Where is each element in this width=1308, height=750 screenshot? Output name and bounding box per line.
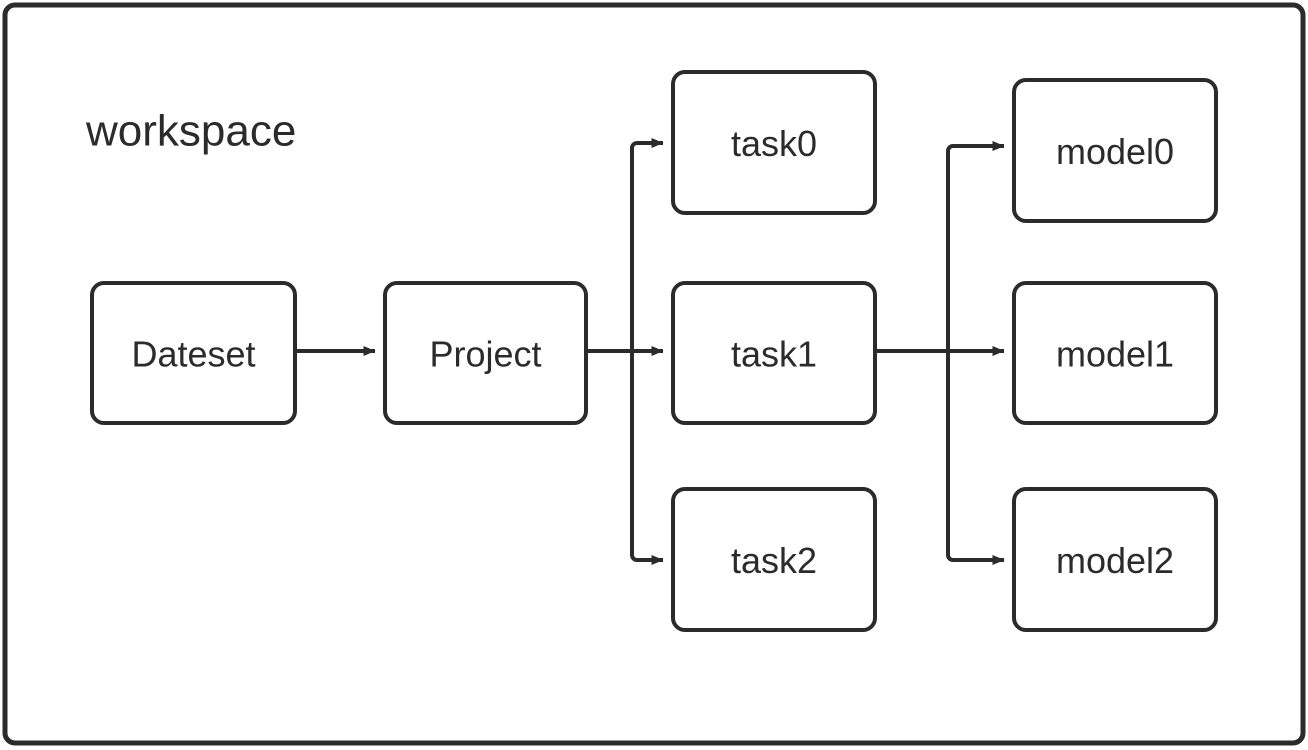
node-label-task2: task2: [731, 540, 817, 581]
node-label-model2: model2: [1056, 540, 1174, 581]
node-box-task1[interactable]: [671, 281, 877, 425]
node-box-task0[interactable]: [671, 70, 877, 215]
edge-branch-to-task2: [630, 351, 664, 565]
node-box-model0[interactable]: [1012, 78, 1218, 223]
node-task1[interactable]: task1: [671, 281, 877, 425]
node-label-task1: task1: [731, 334, 817, 375]
nodes-layer: Dateset Project task0 task1 task2 model0 model…: [90, 70, 1218, 632]
edge-branch-to-task0: [630, 138, 664, 351]
node-label-project: Project: [429, 334, 541, 375]
edges-layer: [296, 138, 1005, 565]
node-model0[interactable]: model0: [1012, 78, 1218, 223]
node-label-model1: model1: [1056, 334, 1174, 375]
workspace-title: workspace: [85, 107, 296, 156]
node-model2[interactable]: model2: [1012, 487, 1218, 632]
node-box-task2[interactable]: [671, 487, 877, 632]
node-box-project[interactable]: [383, 281, 588, 425]
node-box-model1[interactable]: [1012, 281, 1218, 425]
node-model1[interactable]: model1: [1012, 281, 1218, 425]
node-box-dateset[interactable]: [90, 281, 297, 425]
node-dateset[interactable]: Dateset: [90, 281, 297, 425]
node-label-model0: model0: [1056, 131, 1174, 172]
node-project[interactable]: Project: [383, 281, 588, 425]
edge-branch2-to-model0: [946, 141, 1005, 351]
node-task0[interactable]: task0: [671, 70, 877, 215]
node-task2[interactable]: task2: [671, 487, 877, 632]
edge-branch2-to-model2: [946, 351, 1005, 565]
node-box-model2[interactable]: [1012, 487, 1218, 632]
node-label-dateset: Dateset: [131, 334, 255, 375]
node-label-task0: task0: [731, 123, 817, 164]
